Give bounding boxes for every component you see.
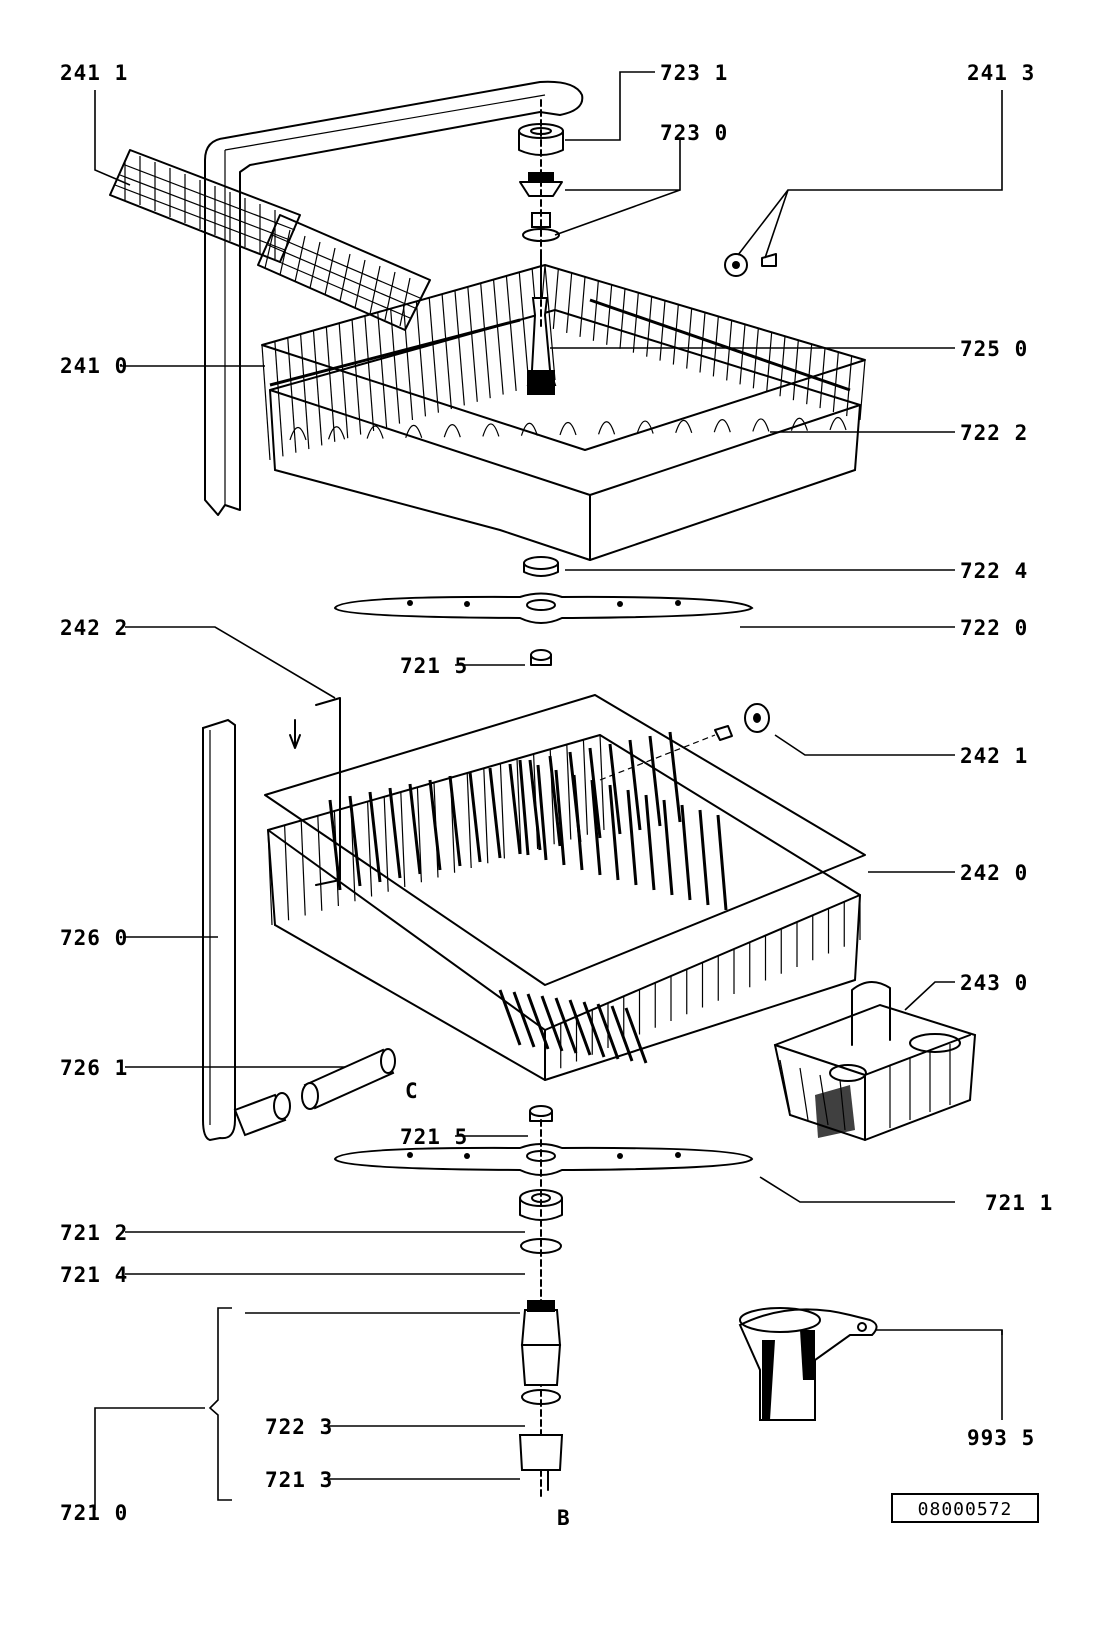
side-water-pipe — [202, 718, 291, 1142]
label-243-0: 243 0 — [960, 971, 1028, 995]
label-721-5-lower: 721 5 — [400, 1125, 468, 1149]
label-c: C — [405, 1079, 419, 1103]
label-722-3: 722 3 — [265, 1415, 333, 1439]
upper-basket — [261, 264, 866, 561]
label-721-5-upper: 721 5 — [400, 654, 468, 678]
label-721-3: 721 3 — [265, 1468, 333, 1492]
label-722-0: 722 0 — [960, 616, 1028, 640]
reference-code-box: 08000572 — [891, 1493, 1039, 1523]
label-241-0: 241 0 — [60, 354, 128, 378]
upper-spray-arm — [333, 556, 754, 666]
upper-feed-pipe — [204, 80, 584, 516]
label-721-0: 721 0 — [60, 1501, 128, 1525]
basket-wheels-lower — [599, 703, 770, 781]
cutlery-shelf-right — [257, 214, 431, 331]
label-722-4: 722 4 — [960, 559, 1028, 583]
upper-fittings — [518, 99, 564, 331]
connection-tube — [301, 1048, 396, 1110]
label-242-0: 242 0 — [960, 861, 1028, 885]
cutlery-shelf-left — [109, 149, 301, 263]
label-b: B — [557, 1506, 571, 1530]
label-721-2: 721 2 — [60, 1221, 128, 1245]
reference-code: 08000572 — [918, 1499, 1013, 1520]
label-726-1: 726 1 — [60, 1056, 128, 1080]
label-993-5: 993 5 — [967, 1426, 1035, 1450]
label-723-1: 723 1 — [660, 61, 728, 85]
label-721-1: 721 1 — [985, 1191, 1053, 1215]
part-labels: 241 1 723 1 241 3 723 0 241 0 725 0 722 … — [60, 61, 1053, 1530]
lower-spray-arm — [333, 1105, 754, 1501]
label-726-0: 726 0 — [60, 926, 128, 950]
cutlery-basket — [773, 981, 977, 1142]
basket-wheels-upper — [724, 253, 777, 277]
label-722-2: 722 2 — [960, 421, 1028, 445]
label-242-1: 242 1 — [960, 744, 1028, 768]
lower-basket — [264, 694, 866, 1081]
plate-rack-insert — [289, 697, 341, 886]
leader-lines — [94, 71, 1003, 1510]
label-241-1: 241 1 — [60, 61, 128, 85]
label-723-0: 723 0 — [660, 121, 728, 145]
label-721-4: 721 4 — [60, 1263, 128, 1287]
label-725-0: 725 0 — [960, 337, 1028, 361]
salt-funnel — [738, 1307, 878, 1421]
label-241-3: 241 3 — [967, 61, 1035, 85]
label-242-2: 242 2 — [60, 616, 128, 640]
